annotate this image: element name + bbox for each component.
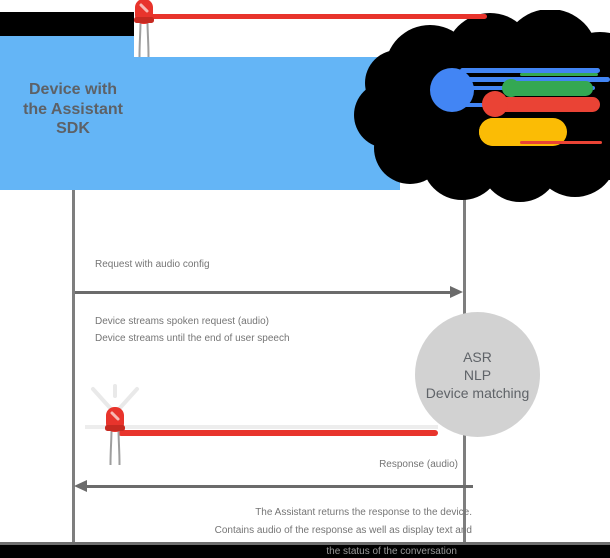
bottom-divider-line [0,542,610,545]
google-assistant-cloud [354,10,610,202]
led-glow-icon [91,384,139,411]
logo-green-bar [505,81,593,96]
stream-label-1: Device streams spoken request (audio) [95,316,269,327]
response-note-2: Contains audio of the response as well a… [214,524,472,536]
processing-circle: ASR NLP Device matching [415,312,540,437]
stream-label-2: Device streams until the end of user spe… [95,333,290,344]
response-arrowhead-icon [74,480,87,492]
response-duration-line [118,430,438,436]
response-label: Response (audio) [379,459,458,470]
bottom-bar: the status of the conversation [0,545,610,558]
request-label: Request with audio config [95,259,210,270]
top-bar [0,12,134,36]
logo-blue-circle [430,68,474,112]
led-glow-line [85,425,438,429]
logo-red-bar [488,97,600,112]
request-arrow [75,291,452,294]
device-box-title: Device with the Assistant SDK [0,80,148,139]
device-box [0,36,134,190]
response-note-3: the status of the conversation [326,546,457,557]
google-assistant-logo [430,68,610,146]
processing-line-nlp: NLP [463,366,492,383]
listening-duration-line [150,14,487,19]
request-arrowhead-icon [450,286,463,298]
device-title-line-1: Device with [28,81,118,98]
processing-circle-text: ASR NLP Device matching [426,348,530,402]
response-notes: The Assistant returns the response to th… [140,504,472,539]
device-title-line-2: the Assistant [23,100,123,118]
device-title-line-3: SDK [56,120,90,137]
led-icon-responding [105,407,125,466]
led-icon-listening [134,0,154,58]
response-arrow [86,485,473,488]
processing-line-device-matching: Device matching [425,384,530,401]
device-lifeline [72,190,75,543]
logo-red-circle [482,91,508,117]
processing-line-asr: ASR [463,348,492,365]
logo-yellow-circle [479,118,507,146]
logo-green-circle [502,79,520,97]
response-note-1: The Assistant returns the response to th… [255,507,472,518]
